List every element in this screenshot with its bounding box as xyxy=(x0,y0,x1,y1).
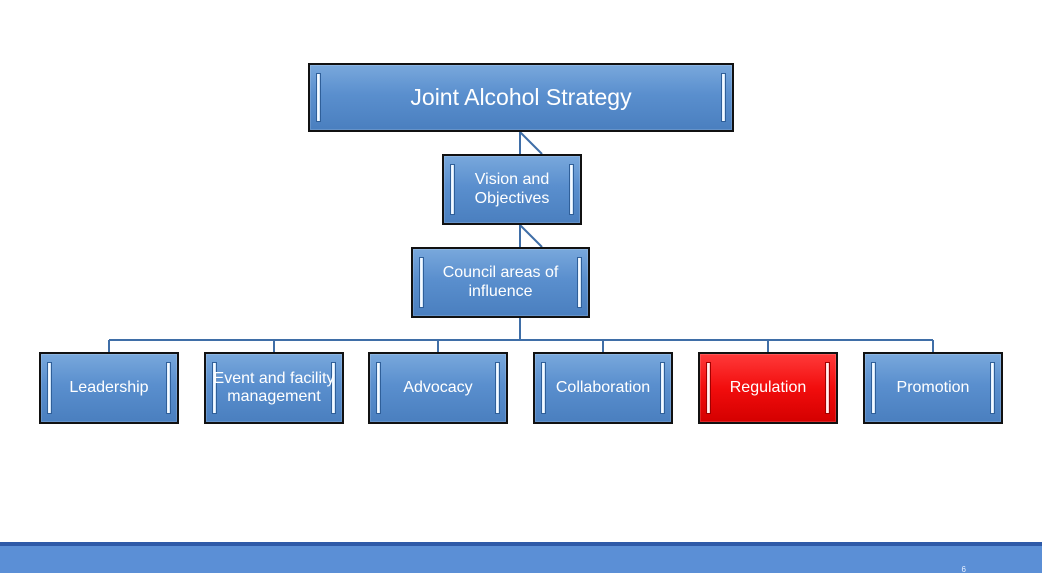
connector-vision-to-council-diag xyxy=(519,224,543,248)
leaf-node-label: Collaboration xyxy=(555,378,651,396)
box-right-accent xyxy=(331,362,336,414)
box-left-accent xyxy=(450,164,455,215)
leaf-node-label: Regulation xyxy=(729,378,807,396)
leaf-node-label: Promotion xyxy=(896,378,970,396)
vision-node-box: Vision and Objectives xyxy=(442,154,582,225)
page-number: 6 xyxy=(961,565,966,574)
box-right-accent xyxy=(990,362,995,414)
box-right-accent xyxy=(577,257,582,308)
leaf-node-promotion: Promotion xyxy=(863,352,1003,424)
box-right-accent xyxy=(825,362,830,414)
box-left-accent xyxy=(376,362,381,414)
leaf-node-regulation: Regulation xyxy=(698,352,838,424)
box-left-accent xyxy=(212,362,217,414)
box-left-accent xyxy=(871,362,876,414)
connector-root-to-vision-diag xyxy=(519,131,543,155)
box-left-accent xyxy=(541,362,546,414)
leaf-node-label: Leadership xyxy=(69,378,149,396)
root-node-box: Joint Alcohol Strategy xyxy=(308,63,734,132)
box-right-accent xyxy=(166,362,171,414)
council-node-box: Council areas of influence xyxy=(411,247,590,318)
leaf-node-collaboration: Collaboration xyxy=(533,352,673,424)
box-left-accent xyxy=(706,362,711,414)
box-right-accent xyxy=(495,362,500,414)
leaf-node-advocacy: Advocacy xyxy=(368,352,508,424)
box-right-accent xyxy=(721,73,726,122)
box-right-accent xyxy=(660,362,665,414)
council-node-label: Council areas of influence xyxy=(442,264,559,300)
box-left-accent xyxy=(47,362,52,414)
footer-divider xyxy=(0,542,1042,546)
leaf-node-label: Event and facility management xyxy=(213,369,335,405)
box-right-accent xyxy=(569,164,574,215)
vision-node-label: Vision and Objectives xyxy=(474,171,550,207)
box-left-accent xyxy=(316,73,321,122)
leaf-node-event-facility: Event and facility management xyxy=(204,352,344,424)
root-node-label: Joint Alcohol Strategy xyxy=(410,84,632,111)
slide-footer-bar xyxy=(0,546,1042,573)
box-left-accent xyxy=(419,257,424,308)
leaf-node-leadership: Leadership xyxy=(39,352,179,424)
leaf-node-label: Advocacy xyxy=(403,378,473,396)
